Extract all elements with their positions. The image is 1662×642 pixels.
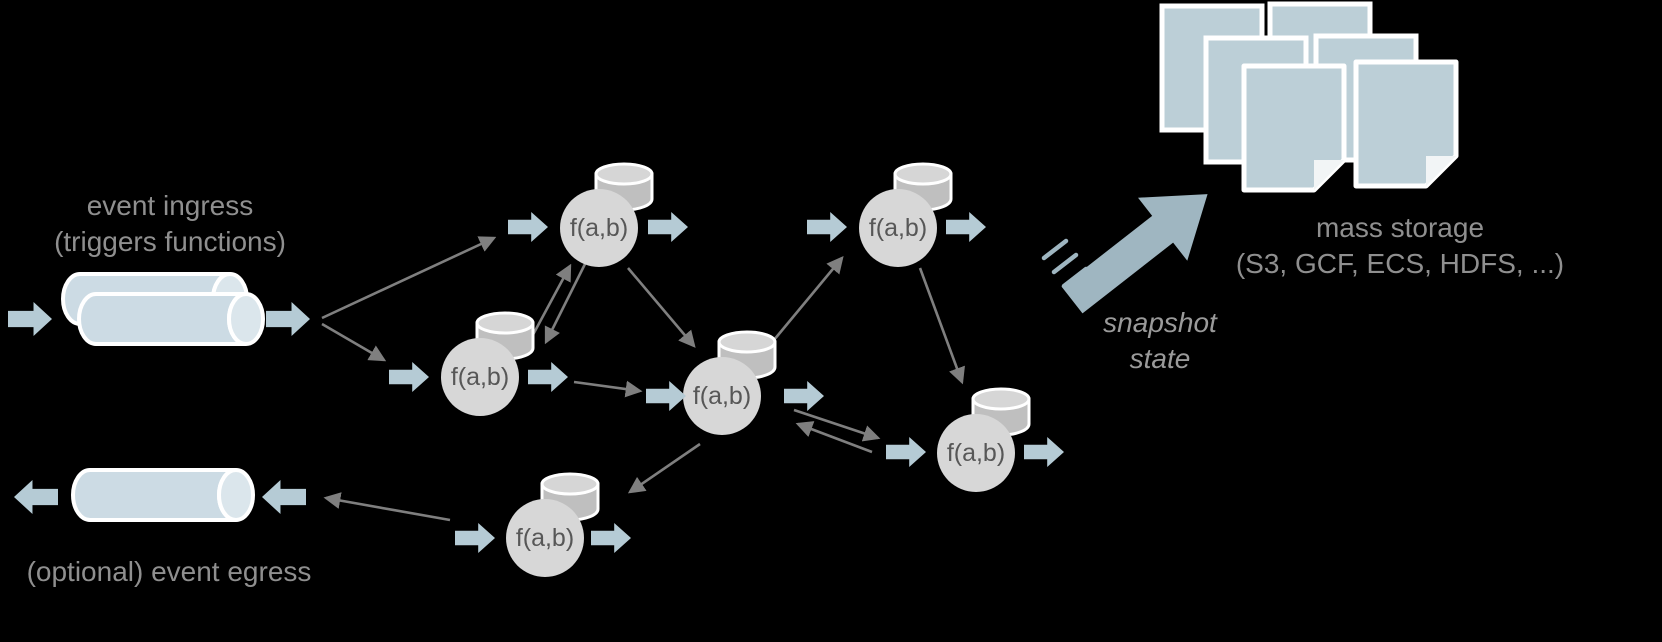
flow-arrow-topright-to-right <box>918 267 965 385</box>
function-label: f(a,b) <box>569 213 629 242</box>
egress-label: (optional) event egress <box>4 554 334 590</box>
storage-label-line1: mass storage <box>1315 212 1485 243</box>
function-circle: f(a,b) <box>859 189 937 267</box>
flow-arrow-top-to-mid <box>544 261 588 345</box>
egress-label-text: (optional) event egress <box>26 556 312 587</box>
flow-arrow-center-to-bottom <box>627 442 701 494</box>
flow-arrow-ingress-to-top <box>321 236 497 320</box>
ingress-label-line1: event ingress <box>86 190 254 221</box>
ingress-pipe-front <box>77 292 265 346</box>
flow-arrow-mid-to-top <box>526 263 572 345</box>
function-node-top-right: f(a,b) <box>859 162 953 267</box>
ingress-label: event ingress (triggers functions) <box>0 188 340 260</box>
egress-pipe <box>71 468 255 522</box>
function-circle: f(a,b) <box>937 414 1015 492</box>
document-folded-icon <box>1241 63 1347 193</box>
function-node-right: f(a,b) <box>937 387 1031 492</box>
flow-arrows <box>321 236 965 522</box>
snapshot-label: snapshot state <box>1080 305 1240 377</box>
ingress-label-line2: (triggers functions) <box>54 226 286 257</box>
function-label: f(a,b) <box>450 362 510 391</box>
function-circle: f(a,b) <box>441 338 519 416</box>
storage-label-line2: (S3, GCF, ECS, HDFS, ...) <box>1235 248 1565 279</box>
function-circle: f(a,b) <box>560 189 638 267</box>
flow-arrow-top-to-center <box>627 267 696 348</box>
flow-arrow-mid-to-center <box>573 380 643 398</box>
snapshot-label-line1: snapshot <box>1103 307 1217 338</box>
snapshot-motion-lines <box>1041 238 1089 289</box>
function-circle: f(a,b) <box>506 499 584 577</box>
flow-arrow-center-to-right <box>793 408 881 442</box>
function-label: f(a,b) <box>946 438 1006 467</box>
function-label: f(a,b) <box>515 523 575 552</box>
flow-arrow-right-to-center <box>795 421 873 454</box>
function-label: f(a,b) <box>692 381 752 410</box>
flow-arrow-ingress-to-mid <box>321 322 387 362</box>
snapshot-arrow-shape <box>1061 194 1208 314</box>
storage-label: mass storage (S3, GCF, ECS, HDFS, ...) <box>1230 210 1570 282</box>
function-node-center: f(a,b) <box>683 330 777 435</box>
function-node-bottom: f(a,b) <box>506 472 600 577</box>
function-node-top-left: f(a,b) <box>560 162 654 267</box>
document-folded-icon <box>1353 59 1459 189</box>
snapshot-label-line2: state <box>1129 343 1191 374</box>
function-circle: f(a,b) <box>683 357 761 435</box>
flow-arrow-bottom-to-egress <box>323 492 451 522</box>
function-node-mid-left: f(a,b) <box>441 311 535 416</box>
flow-arrow-center-to-topright <box>762 256 844 353</box>
snapshot-arrow <box>1041 194 1208 314</box>
function-label: f(a,b) <box>868 213 928 242</box>
